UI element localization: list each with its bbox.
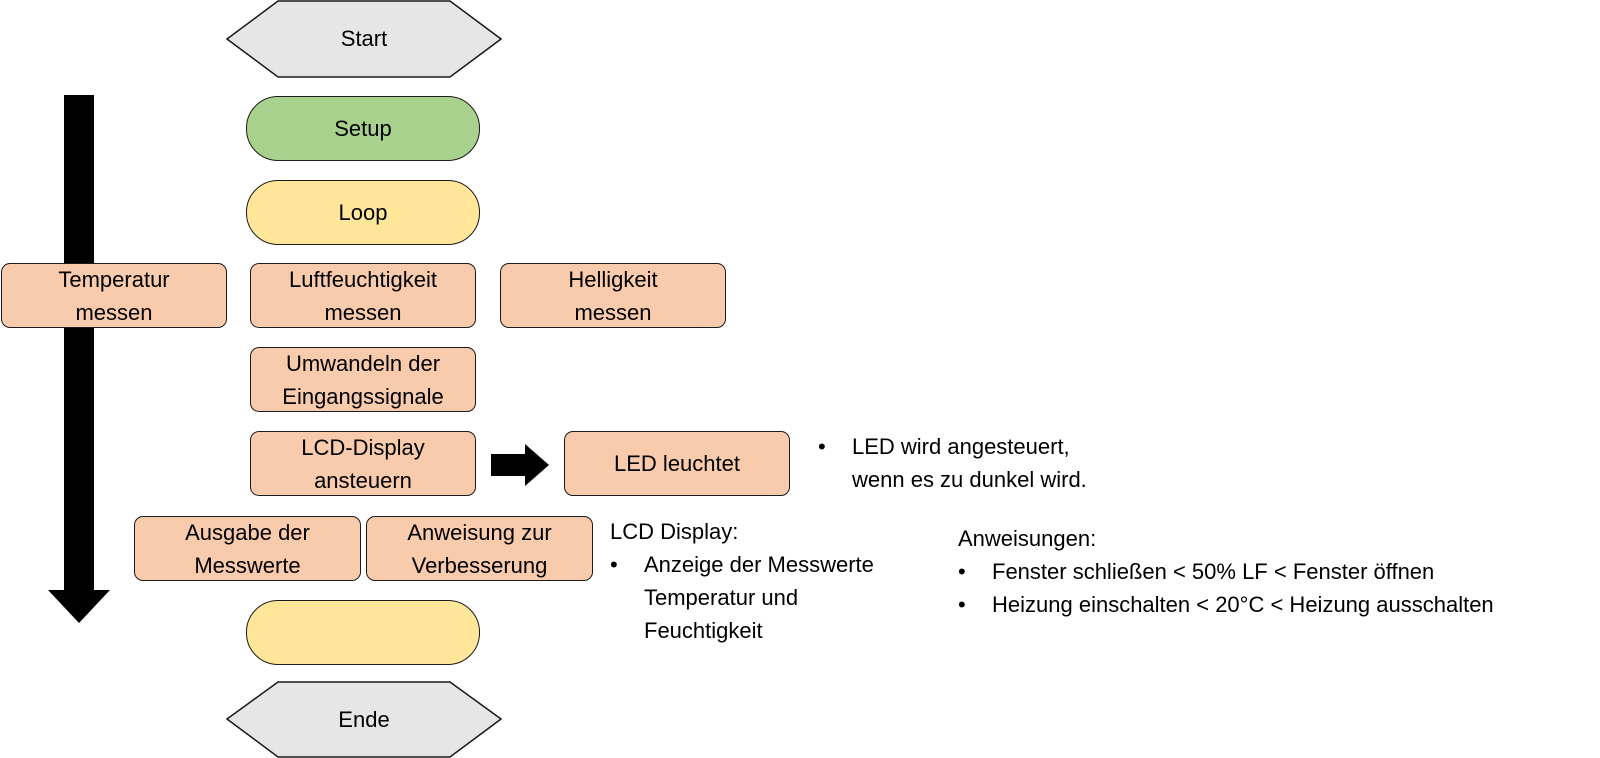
task-led-label: LED leuchtet [614,451,740,476]
task-led-leuchtet: LED leuchtet [564,431,790,496]
task-temperatur-messen: Temperatur messen [1,263,227,328]
bullet-icon: • [610,552,618,577]
task-label-line2: messen [75,299,153,325]
right-arrow-icon [491,444,549,486]
bullet-icon: • [818,434,826,459]
note-line: Feuchtigkeit [644,618,763,643]
task-label-line1: Anweisung zur [407,519,552,545]
note-item: Fenster schließen < 50% LF < Fenster öff… [992,559,1435,584]
task-umwandeln-eingangssignale: Umwandeln der Eingangssignale [250,347,476,412]
task-luftfeuchtigkeit-messen: Luftfeuchtigkeit messen [250,263,476,328]
task-label-line1: Temperatur [58,266,170,292]
note-line: LED wird angesteuert, [852,434,1070,459]
note-led: • LED wird angesteuert, wenn es zu dunke… [818,430,1087,496]
task-label-line2: ansteuern [314,467,412,493]
task-label-line1: Umwandeln der [285,350,441,376]
bullet-icon: • [958,592,966,617]
setup-node: Setup [246,96,480,161]
task-lcd-display-ansteuern: LCD-Display ansteuern [250,431,476,496]
note-item: Heizung einschalten < 20°C < Heizung aus… [992,592,1494,617]
task-anweisung-verbesserung: Anweisung zur Verbesserung [366,516,593,581]
end-hexagon-shape [226,681,502,758]
note-title: LCD Display: [610,519,739,544]
start-hexagon-shape [226,0,502,78]
end-loop-node [246,600,480,665]
task-label-line1: Luftfeuchtigkeit [289,266,437,292]
flow-down-arrow [48,95,110,623]
note-line: wenn es zu dunkel wird. [852,467,1087,492]
task-label-line2: messen [574,299,652,325]
start-label: Start [340,26,388,51]
task-label-line2: messen [324,299,402,325]
note-anweisungen: Anweisungen: • Fenster schließen < 50% L… [958,522,1494,621]
task-label-line2: Eingangssignale [282,383,444,409]
setup-label: Setup [334,116,392,141]
note-line: Temperatur und [644,585,799,610]
start-terminal: Start [226,0,502,78]
task-helligkeit-messen: Helligkeit messen [500,263,726,328]
note-line: Anzeige der Messwerte [644,552,874,577]
end-label: Ende [338,706,390,732]
task-label-line2: Verbesserung [411,552,548,578]
task-ausgabe-messwerte: Ausgabe der Messwerte [134,516,361,581]
loop-node: Loop [246,180,480,245]
loop-label: Loop [338,200,388,225]
bullet-icon: • [958,559,966,584]
note-title: Anweisungen: [958,526,1097,551]
end-terminal: Ende [226,681,502,758]
task-label-line1: Ausgabe der [185,519,310,545]
task-label-line1: Helligkeit [568,266,658,292]
note-lcd-display: LCD Display: • Anzeige der Messwerte Tem… [610,515,874,647]
task-label-line1: LCD-Display [301,434,425,460]
task-label-line2: Messwerte [194,552,301,578]
